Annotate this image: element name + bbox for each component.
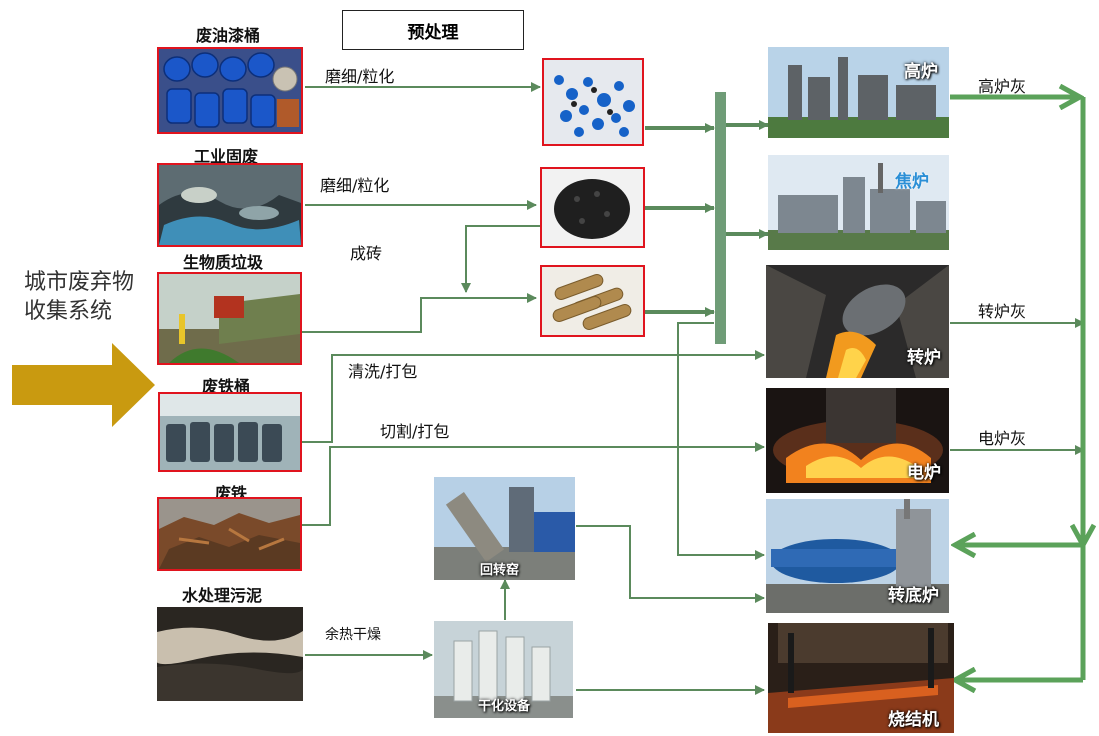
title-biomass-waste: 生物质垃圾	[183, 253, 264, 272]
photo-biomass-waste	[157, 272, 302, 365]
photo-rotary-kiln: 回转窑	[434, 477, 575, 580]
photo-carbon-granules	[540, 167, 645, 248]
arrow-scrap-to-electric-furnace	[300, 442, 765, 526]
photo-drying-equipment: 干化设备	[434, 621, 573, 718]
distribution-bus	[715, 92, 726, 344]
arrow-kiln-to-rotary-hearth	[576, 525, 765, 603]
label-waste-heat-dry: 余热干燥	[325, 627, 381, 643]
source-input-arrow	[12, 343, 155, 427]
arrow-biomass-to-bricks	[300, 293, 537, 333]
caption-rotary-hearth-furnace: 转底炉	[888, 586, 939, 606]
caption-blast-furnace: 高炉	[904, 62, 938, 82]
photo-waste-iron-drums	[158, 392, 302, 472]
photo-blast-furnace: 高炉	[768, 47, 949, 138]
photo-rotary-hearth-furnace: 转底炉	[766, 499, 949, 613]
label-electric-furnace-dust: 电炉灰	[978, 429, 1027, 448]
arrow-brick-branch	[461, 225, 540, 293]
caption-sintering-machine: 烧结机	[888, 710, 939, 730]
photo-oil-paint-drums	[157, 47, 303, 134]
source-label: 城市废弃物 收集系统	[24, 270, 135, 324]
photo-converter: 转炉	[766, 265, 949, 378]
photo-coke-oven: 焦炉	[768, 155, 949, 250]
label-converter-dust: 转炉灰	[978, 302, 1027, 321]
title-oil-paint-drums: 废油漆桶	[196, 26, 261, 45]
photo-plastic-granules	[542, 58, 644, 146]
photo-scrap-iron	[157, 497, 302, 571]
title-water-treatment-sludge: 水处理污泥	[182, 586, 263, 605]
title-waste-iron-drums: 废铁桶	[202, 377, 251, 396]
arrow-waste-drum-to-converter	[300, 350, 765, 443]
pretreatment-header: 预处理	[342, 10, 524, 50]
caption-electric-furnace: 电炉	[907, 463, 941, 483]
photo-water-treatment-sludge	[157, 607, 303, 701]
photo-biomass-bricks	[540, 265, 645, 337]
photo-electric-furnace: 电炉	[766, 388, 949, 493]
caption-converter: 转炉	[907, 348, 941, 368]
caption-drying-equipment: 干化设备	[478, 699, 531, 714]
title-industrial-solid-waste: 工业固废	[194, 147, 259, 166]
photo-sintering-machine: 烧结机	[768, 623, 954, 733]
label-grind-1: 磨细/粒化	[325, 67, 395, 86]
label-brick: 成砖	[350, 244, 383, 263]
caption-rotary-kiln: 回转窑	[480, 563, 520, 578]
caption-coke-oven: 焦炉	[895, 172, 929, 192]
label-blast-furnace-dust: 高炉灰	[978, 77, 1027, 96]
arrow-bus-to-rotary-hearth	[677, 322, 765, 560]
label-grind-2: 磨细/粒化	[320, 176, 390, 195]
label-cut-pack: 切割/打包	[380, 422, 450, 441]
photo-industrial-solid-waste	[157, 163, 303, 247]
label-wash-pack: 清洗/打包	[348, 362, 418, 381]
